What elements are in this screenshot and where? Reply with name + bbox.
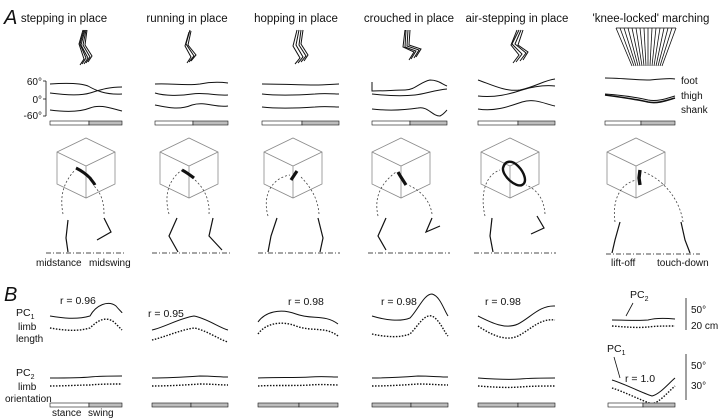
angle-traces-running xyxy=(154,81,229,109)
label-swing: swing xyxy=(88,408,114,419)
angle-traces-hopping xyxy=(261,83,340,109)
scale-bottom-angle: 50° xyxy=(691,361,706,372)
title-air-stepping: air-stepping in place xyxy=(466,13,569,25)
trajectory-crouched xyxy=(396,171,408,186)
ground-lines xyxy=(46,252,700,255)
phase-arrows xyxy=(61,169,684,223)
pc2-label: PC2 xyxy=(16,367,35,381)
angle-traces-stepping xyxy=(49,82,123,112)
cycle-bars-a xyxy=(49,120,676,126)
panel-label-a: A xyxy=(3,7,17,29)
segment-label-shank: shank xyxy=(681,105,709,116)
col6-pc2-arrow xyxy=(625,302,634,317)
leg-drawings xyxy=(65,215,691,254)
stick-figure-stepping xyxy=(78,29,93,66)
pc-traces-stepping xyxy=(49,302,123,387)
segment-label-foot: foot xyxy=(681,76,698,87)
stick-figure-knee-locked xyxy=(615,27,677,67)
cube-stepping xyxy=(56,137,116,199)
angle-axis: 60° 0° -60° xyxy=(24,77,47,122)
r-hopping: r = 0.98 xyxy=(288,296,324,308)
title-hopping: hopping in place xyxy=(254,13,338,25)
pc1-desc-1: limb xyxy=(18,322,37,333)
r-running: r = 0.95 xyxy=(148,308,184,320)
r-stepping: r = 0.96 xyxy=(60,295,96,307)
label-stance: stance xyxy=(52,408,82,419)
col6-pc1-arrow xyxy=(613,356,621,379)
segment-label-thigh: thigh xyxy=(681,91,703,102)
pc-traces-air-stepping xyxy=(477,305,556,389)
panel-label-b: B xyxy=(4,284,17,306)
cube-running xyxy=(159,137,219,199)
r-knee-locked: r = 1.0 xyxy=(625,373,655,385)
cube-hopping xyxy=(263,137,323,199)
angle-tick-neg60: -60° xyxy=(24,111,42,122)
stick-figure-crouched xyxy=(402,29,422,61)
pc1-desc-2: length xyxy=(16,334,43,345)
title-crouched: crouched in place xyxy=(364,13,454,25)
pc-traces-hopping xyxy=(257,310,339,387)
trajectory-hopping xyxy=(289,170,299,181)
pc2-desc-2: orientation xyxy=(5,394,52,405)
scale-top-length: 20 cm xyxy=(691,321,718,332)
label-midswing: midswing xyxy=(89,258,131,269)
pc1-label: PC1 xyxy=(16,307,35,321)
col6-pc1-label: PC1 xyxy=(607,343,626,357)
angle-traces-knee-locked xyxy=(604,77,676,104)
angle-tick-60: 60° xyxy=(27,77,42,88)
r-crouched: r = 0.98 xyxy=(381,296,417,308)
stick-figure-hopping xyxy=(292,29,309,65)
label-touch-down: touch-down xyxy=(657,258,709,269)
label-midstance: midstance xyxy=(36,258,82,269)
trajectory-running xyxy=(181,168,195,180)
pc-traces-running xyxy=(151,315,229,387)
pc-traces-knee-locked xyxy=(611,317,676,405)
cube-knee-locked xyxy=(606,137,666,199)
pc2-desc-1: limb xyxy=(18,382,37,393)
title-running: running in place xyxy=(146,13,227,25)
scale-top-angle: 50° xyxy=(691,305,706,316)
r-air-stepping: r = 0.98 xyxy=(485,296,521,308)
angle-traces-air-stepping xyxy=(477,78,556,111)
stick-figure-air-stepping xyxy=(510,29,529,64)
cube-crouched xyxy=(371,137,431,199)
col6-pc2-label: PC2 xyxy=(630,289,649,303)
cube-air-stepping xyxy=(480,137,540,199)
trajectory-stepping xyxy=(75,166,97,186)
pc-traces-crouched xyxy=(371,293,449,387)
stick-figure-running xyxy=(184,29,197,64)
trajectory-knee-locked xyxy=(637,169,642,186)
cycle-bars-b xyxy=(49,402,676,408)
angle-tick-0: 0° xyxy=(32,95,42,106)
label-lift-off: lift-off xyxy=(611,258,635,269)
title-knee-locked: 'knee-locked' marching xyxy=(593,13,710,25)
angle-traces-crouched xyxy=(371,79,448,117)
trajectory-air-stepping xyxy=(501,160,527,187)
scale-bottom-length: 30° xyxy=(691,381,706,392)
title-stepping: stepping in place xyxy=(21,13,107,25)
